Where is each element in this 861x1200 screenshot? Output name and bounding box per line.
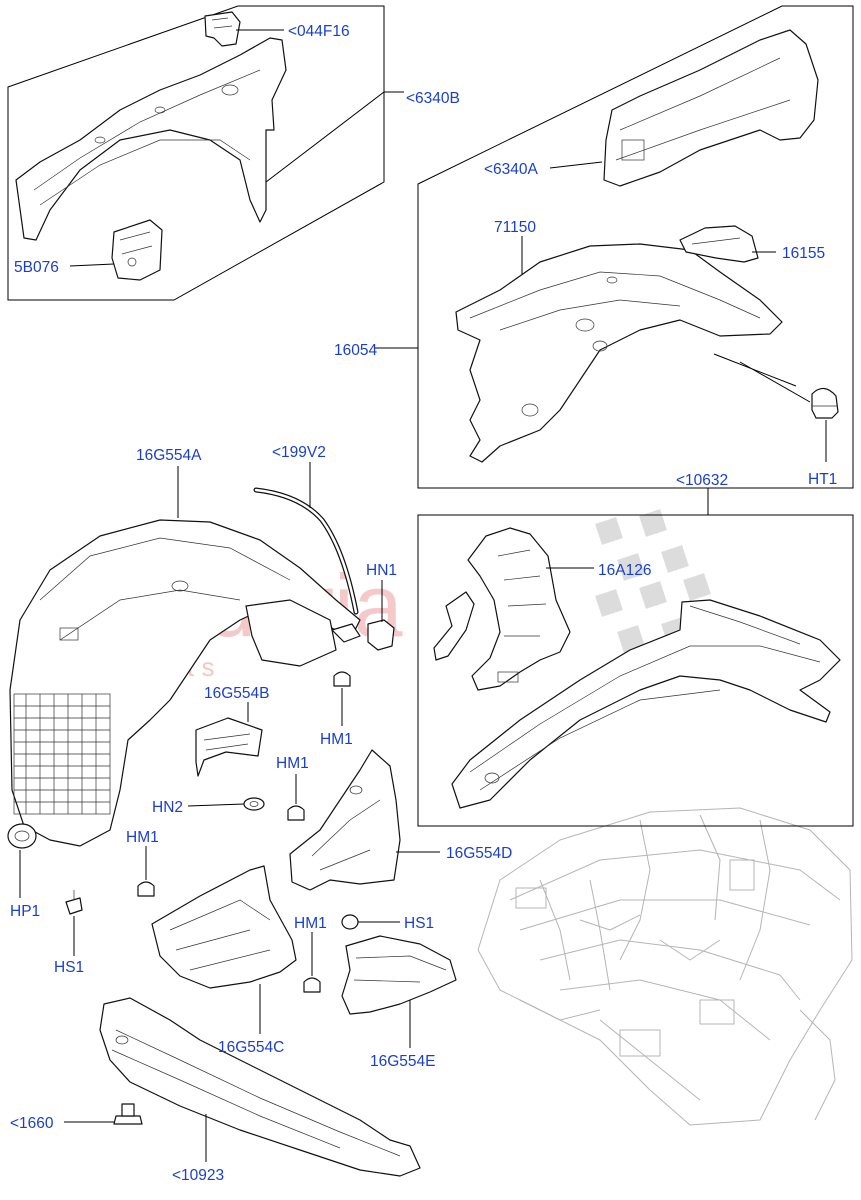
part-5b076-bracket	[111, 219, 163, 281]
label-16155[interactable]: 16155	[782, 245, 825, 262]
label-hn1[interactable]: HN1	[366, 562, 397, 579]
part-199v2-seal-strip	[253, 487, 359, 615]
part-10632-longitudinal	[451, 599, 841, 809]
part-6340a-upper-apron	[603, 29, 819, 187]
label-hm1-d[interactable]: HM1	[294, 915, 327, 932]
label-71150[interactable]: 71150	[494, 219, 536, 236]
part-16155-bracket	[679, 225, 759, 263]
part-044f16-clip	[204, 11, 241, 47]
label-hn2[interactable]: HN2	[152, 799, 183, 816]
part-16g554a-wheel-arch-liner	[9, 519, 361, 847]
part-ht1-plug	[811, 387, 839, 419]
label-16g554d[interactable]: 16G554D	[446, 845, 512, 862]
part-hn2-nut	[243, 797, 265, 811]
label-hs1-a[interactable]: HS1	[54, 959, 84, 976]
label-16g554c[interactable]: 16G554C	[218, 1039, 284, 1056]
part-hm1-screw-a	[333, 671, 351, 687]
label-hm1-b[interactable]: HM1	[276, 755, 309, 772]
part-6340b-upper-apron	[15, 37, 287, 241]
part-16g554c-shield	[151, 865, 297, 989]
label-hp1[interactable]: HP1	[10, 903, 40, 920]
label-16a126[interactable]: 16A126	[598, 562, 651, 579]
engine-bay-ghost-illustration	[477, 807, 853, 1126]
label-6340a[interactable]: <6340A	[484, 161, 539, 178]
part-hn1-nut	[331, 619, 395, 651]
group-box-16054	[417, 5, 854, 489]
label-16g554b[interactable]: 16G554B	[204, 685, 270, 702]
label-6340b[interactable]: <6340B	[406, 90, 460, 107]
part-hs1-screw-b	[341, 914, 359, 930]
label-5b076[interactable]: 5B076	[14, 259, 59, 276]
label-hm1-a[interactable]: HM1	[320, 731, 353, 748]
label-16g554e[interactable]: 16G554E	[370, 1053, 436, 1070]
label-1660[interactable]: <1660	[10, 1115, 54, 1132]
label-16054[interactable]: 16054	[334, 342, 377, 359]
group-box-6340b	[7, 5, 385, 301]
leader-lines	[19, 29, 827, 1162]
part-labels: <044F16 <6340B 5B076 <6340A 71150 16155 …	[10, 23, 837, 1184]
part-hm1-screw-c	[137, 881, 155, 897]
part-1660-clip	[113, 1103, 143, 1125]
label-ht1[interactable]: HT1	[808, 471, 837, 488]
label-10923[interactable]: <10923	[172, 1167, 224, 1184]
part-16a126-panel	[433, 527, 571, 691]
label-hs1-b[interactable]: HS1	[404, 915, 434, 932]
part-71150-wheelhouse	[455, 243, 783, 463]
label-199v2[interactable]: <199V2	[272, 444, 326, 461]
label-10632[interactable]: <10632	[676, 472, 728, 489]
part-10923-crossmember	[99, 997, 421, 1177]
part-16g554b-deflector	[195, 717, 263, 777]
part-16g554d-shield	[289, 749, 401, 891]
part-hp1-plug	[7, 823, 37, 849]
label-16g554a[interactable]: 16G554A	[136, 447, 202, 464]
part-hm1-screw-d	[303, 977, 321, 993]
part-hm1-screw-b	[287, 805, 305, 821]
group-box-10632	[417, 514, 854, 827]
part-hs1-screw-a	[65, 890, 83, 915]
label-044f16[interactable]: <044F16	[288, 23, 350, 40]
part-16g554e-shield	[341, 935, 457, 1015]
label-hm1-c[interactable]: HM1	[126, 829, 159, 846]
